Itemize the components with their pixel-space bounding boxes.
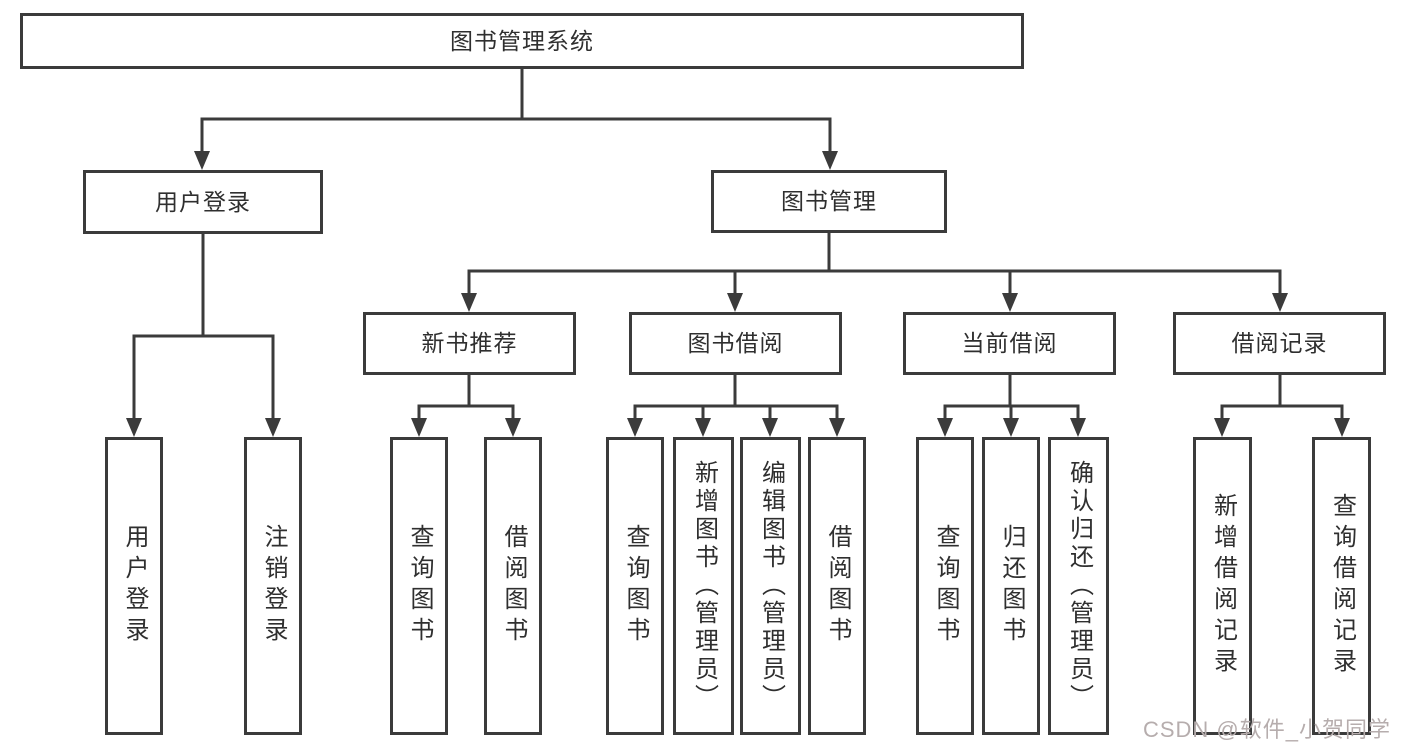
- leaf-return-book: 归还图书: [982, 437, 1040, 735]
- leaf-query-books-borrow: 查询图书: [606, 437, 664, 735]
- leaf-query-books-recommend: 查询图书: [390, 437, 448, 735]
- node-book-management: 图书管理: [711, 170, 947, 233]
- node-new-book-recommend: 新书推荐: [363, 312, 576, 375]
- leaf-borrow-books-recommend: 借阅图书: [484, 437, 542, 735]
- leaf-edit-book-admin: 编辑图书（管理员）: [740, 437, 801, 735]
- leaf-confirm-return-admin: 确认归还（管理员）: [1048, 437, 1109, 735]
- node-current-borrow: 当前借阅: [903, 312, 1116, 375]
- leaf-query-books-current: 查询图书: [916, 437, 974, 735]
- node-borrow-records: 借阅记录: [1173, 312, 1386, 375]
- node-user-login: 用户登录: [83, 170, 323, 234]
- watermark: CSDN @软件_小贺同学: [1142, 717, 1391, 742]
- leaf-add-book-admin: 新增图书（管理员）: [673, 437, 734, 735]
- leaf-query-borrow-record: 查询借阅记录: [1312, 437, 1371, 735]
- node-book-borrow: 图书借阅: [629, 312, 842, 375]
- node-root: 图书管理系统: [20, 13, 1024, 69]
- leaf-add-borrow-record: 新增借阅记录: [1193, 437, 1252, 735]
- leaf-logout: 注销登录: [244, 437, 302, 735]
- leaf-borrow-books-borrow: 借阅图书: [808, 437, 866, 735]
- leaf-user-login: 用户登录: [105, 437, 163, 735]
